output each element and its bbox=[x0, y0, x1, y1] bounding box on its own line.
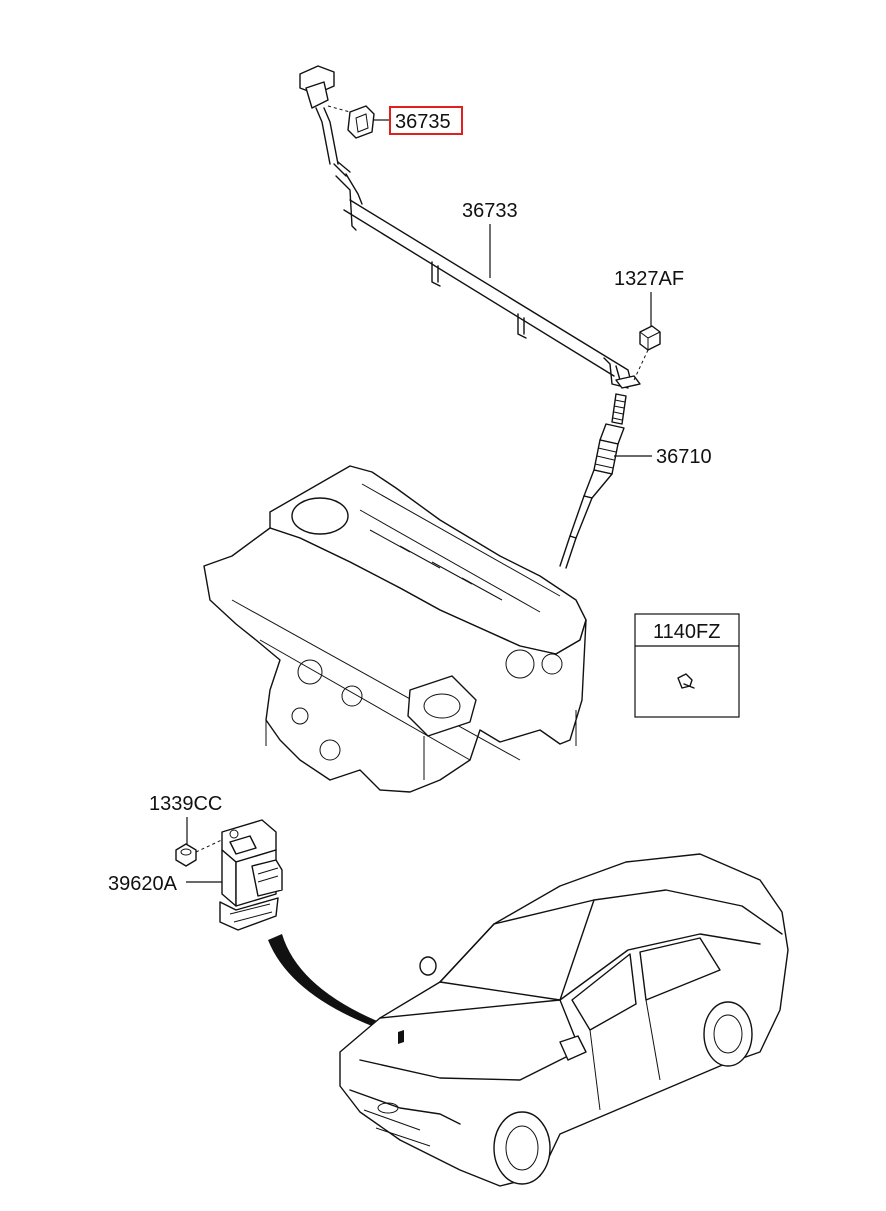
glow-plug-drawing[interactable] bbox=[559, 393, 627, 569]
glow-plug-harness-drawing[interactable] bbox=[299, 65, 641, 389]
part-label-36710[interactable]: 36710 bbox=[656, 446, 712, 468]
bolt-box[interactable] bbox=[634, 613, 740, 718]
part-label-1339CC[interactable]: 1339CC bbox=[149, 793, 222, 815]
part-label-39620A[interactable]: 39620A bbox=[108, 873, 178, 895]
connector-clip-drawing[interactable] bbox=[327, 105, 375, 139]
part-label-36735[interactable]: 36735 bbox=[395, 111, 451, 133]
glow-plug-controller-drawing[interactable] bbox=[219, 819, 283, 931]
bolt-icon bbox=[677, 673, 693, 689]
engine-head-drawing bbox=[203, 465, 587, 793]
car-drawing bbox=[339, 853, 789, 1187]
highlight-box-36735 bbox=[389, 106, 463, 135]
part-label-1140FZ[interactable]: 1140FZ bbox=[653, 621, 720, 643]
nut-drawing[interactable] bbox=[633, 325, 661, 381]
part-label-1327AF[interactable]: 1327AF bbox=[614, 268, 684, 290]
controller-nut-drawing[interactable] bbox=[175, 837, 227, 867]
part-label-36733[interactable]: 36733 bbox=[462, 200, 518, 222]
